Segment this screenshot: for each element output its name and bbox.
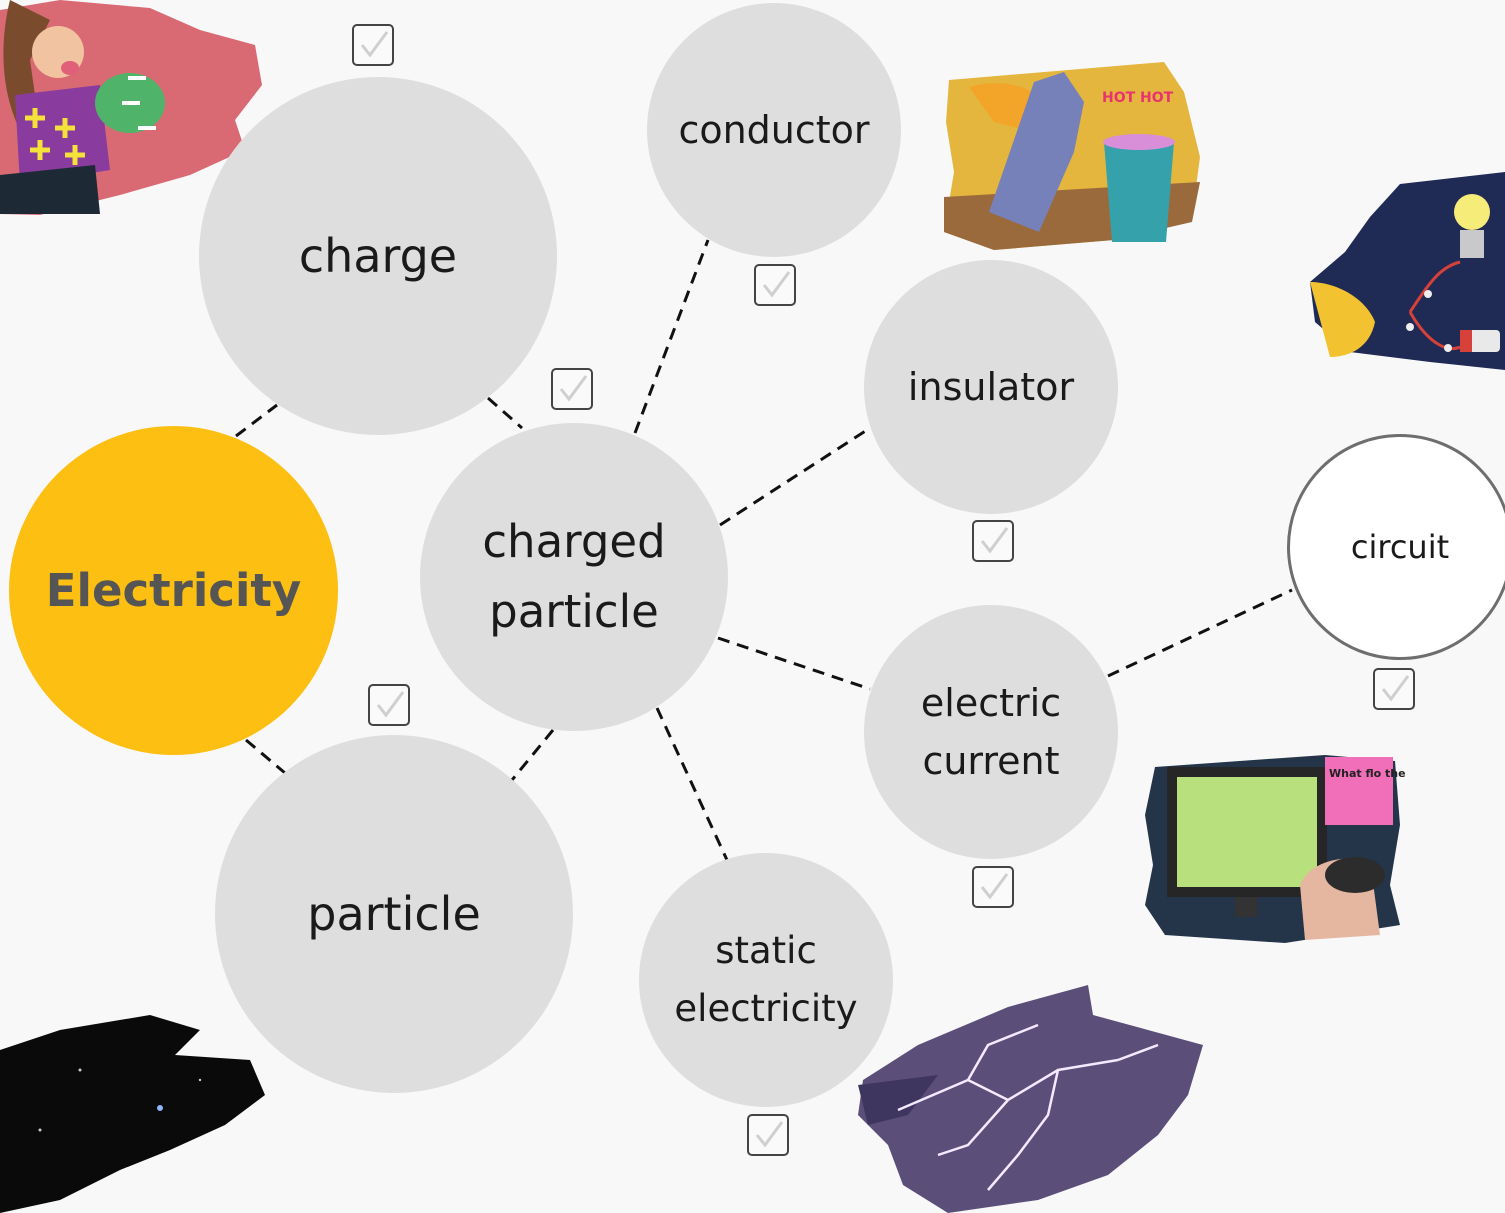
hot-label: HOT HOT bbox=[1102, 90, 1174, 106]
check-icon bbox=[755, 1121, 784, 1148]
node-circuit[interactable]: circuit bbox=[1287, 434, 1505, 660]
node-charged-particle-label: charged particle bbox=[482, 515, 666, 638]
link-charged-particle-conductor bbox=[633, 239, 710, 434]
node-charge-label: charge bbox=[298, 229, 458, 283]
check-icon bbox=[376, 691, 405, 718]
node-insulator[interactable]: insulator bbox=[864, 260, 1118, 514]
link-charge-charged-particle bbox=[487, 396, 523, 430]
checkbox-circuit[interactable] bbox=[1373, 668, 1415, 710]
node-electricity-label: Electricity bbox=[45, 564, 302, 617]
node-charge[interactable]: charge bbox=[199, 77, 557, 435]
circuit-bulb-image bbox=[1310, 172, 1505, 370]
link-electric-current-circuit bbox=[1107, 588, 1293, 678]
link-charged-particle-static-electricity bbox=[655, 707, 729, 861]
node-conductor-label: conductor bbox=[678, 108, 870, 152]
checkbox-conductor[interactable] bbox=[754, 264, 796, 306]
node-static-electricity[interactable]: static electricity bbox=[639, 853, 893, 1107]
check-icon bbox=[980, 873, 1009, 900]
node-static-electricity-label: static electricity bbox=[674, 929, 858, 1030]
node-insulator-label: insulator bbox=[907, 365, 1075, 409]
node-particle-label: particle bbox=[307, 887, 481, 941]
node-charged-particle[interactable]: charged particle bbox=[420, 423, 728, 731]
checkbox-static-electricity[interactable] bbox=[747, 1114, 789, 1156]
link-charged-particle-insulator bbox=[719, 426, 871, 527]
link-electricity-particle bbox=[245, 738, 286, 775]
link-charged-particle-electric-current bbox=[717, 636, 871, 691]
node-electricity[interactable]: Electricity bbox=[9, 426, 338, 755]
node-electric-current-label: electric current bbox=[920, 681, 1062, 783]
screen-note-text: What flo the comput switc bbox=[1329, 767, 1405, 780]
check-icon bbox=[762, 271, 791, 298]
check-icon bbox=[559, 375, 588, 402]
check-icon bbox=[360, 31, 389, 58]
lightning-storm-image bbox=[858, 985, 1203, 1213]
checkbox-charged-particle[interactable] bbox=[551, 368, 593, 410]
link-charged-particle-particle bbox=[510, 729, 555, 781]
node-particle[interactable]: particle bbox=[215, 735, 573, 1093]
node-circuit-label: circuit bbox=[1350, 528, 1450, 566]
starry-space-image bbox=[0, 1015, 265, 1213]
checkbox-particle[interactable] bbox=[368, 684, 410, 726]
node-conductor[interactable]: conductor bbox=[647, 3, 901, 257]
node-electric-current[interactable]: electric current bbox=[864, 605, 1118, 859]
check-icon bbox=[980, 527, 1009, 554]
hot-cup-hand-image: HOT HOT bbox=[944, 62, 1200, 250]
link-electricity-charge bbox=[235, 403, 278, 438]
checkbox-insulator[interactable] bbox=[972, 520, 1014, 562]
check-icon bbox=[1381, 675, 1410, 702]
checkbox-electric-current[interactable] bbox=[972, 866, 1014, 908]
girl-with-balloon-image bbox=[0, 0, 262, 215]
checkbox-charge[interactable] bbox=[352, 24, 394, 66]
gaming-screen-image: What flo the comput switc bbox=[1145, 755, 1405, 943]
